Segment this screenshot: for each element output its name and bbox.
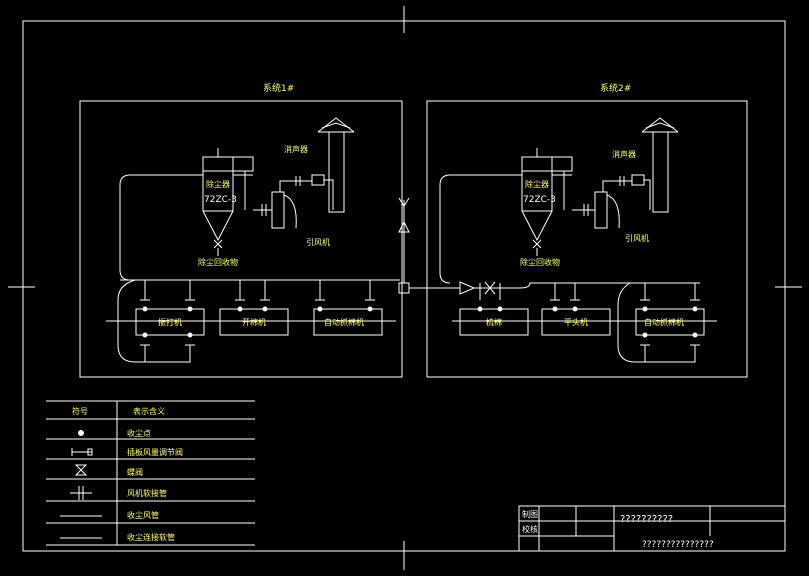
left-machine-1-label: 振打机 — [158, 317, 182, 327]
flexible-joint-icon — [70, 486, 92, 500]
right-machine-2-label: 平头机 — [564, 317, 588, 327]
title-block-drawn-label: 制图 — [522, 509, 538, 519]
title-block-checked-label: 校核 — [522, 524, 538, 534]
right-collector-icon — [521, 148, 573, 256]
left-fan-label: 引风机 — [306, 237, 330, 247]
legend-text: 符号 表示含义 收尘点 插板风量调节阀 蝶阀 风机软接管 收尘风管 收尘连接软管 — [72, 406, 183, 542]
left-machine-3-box — [313, 308, 383, 336]
left-machine-3-label: 自动抓棉机 — [324, 317, 364, 327]
damper-valve-icon — [71, 448, 93, 456]
left-system-frame — [79, 100, 403, 378]
legend-row-3-text: 蝶阀 — [127, 467, 143, 477]
legend-row-4-text: 风机软接管 — [127, 488, 167, 498]
right-system-labels: 系统2# 除尘器 72ZC-3 消声器 引风机 除尘回收物 梳棉 平头机 自动抓… — [486, 82, 684, 327]
left-machine-2-box — [219, 308, 289, 336]
title-block-drawing-title: ?????????? — [620, 514, 673, 525]
left-collector-model: 72ZC-3 — [204, 195, 237, 205]
right-chimney-icon — [641, 117, 679, 213]
left-fan-icon — [271, 191, 297, 229]
title-block — [518, 505, 786, 552]
left-system-labels: 系统1# 除尘器 72ZC-3 消声器 引风机 除尘回收物 振打机 开棉机 自动… — [158, 82, 364, 327]
right-machine-3-box — [635, 308, 705, 336]
right-machine-3-label: 自动抓棉机 — [644, 317, 684, 327]
cross-connection — [398, 197, 476, 295]
left-collector-icon — [202, 148, 254, 256]
left-system — [79, 100, 403, 378]
right-main-duct — [474, 282, 700, 289]
right-system-title: 系统2# — [600, 82, 631, 94]
left-system-title: 系统1# — [263, 82, 294, 94]
legend-table — [46, 400, 255, 546]
legend-row-6-text: 收尘连接软管 — [127, 532, 175, 542]
left-collector-label: 除尘器 — [206, 179, 230, 189]
legend-header-meaning: 表示含义 — [133, 406, 165, 416]
butterfly-valve-icon — [74, 464, 88, 476]
right-machine-1-label: 梳棉 — [486, 317, 502, 327]
title-block-text: 制图 校核 ?????????? ??????????????? — [522, 509, 714, 550]
right-system — [426, 100, 748, 378]
right-fan-icon — [594, 191, 620, 229]
right-muffler-icon — [631, 174, 645, 186]
left-muffler-icon — [311, 174, 325, 186]
legend-row-5-text: 收尘风管 — [127, 510, 159, 520]
right-collector-model: 72ZC-3 — [523, 195, 556, 205]
title-block-project-name: ??????????????? — [642, 540, 714, 550]
legend-row-1-text: 收尘点 — [127, 428, 151, 438]
right-fan-label: 引风机 — [625, 233, 649, 243]
sheet-frame — [8, 6, 802, 570]
left-recovery-label: 除尘回收物 — [198, 257, 238, 267]
right-machine-1-box — [459, 308, 529, 336]
left-machine-1-box — [135, 308, 205, 336]
legend-row-2-text: 插板风量调节阀 — [127, 447, 183, 457]
left-machine-2-label: 开棉机 — [242, 317, 266, 327]
right-system-frame — [426, 100, 748, 378]
right-collector-label: 除尘器 — [525, 179, 549, 189]
left-muffler-label: 消声器 — [284, 144, 308, 154]
right-muffler-label: 消声器 — [612, 149, 636, 159]
left-chimney-icon — [317, 117, 355, 213]
right-recovery-label: 除尘回收物 — [520, 257, 560, 267]
dust-point-icon — [78, 430, 84, 436]
legend-header-symbol: 符号 — [72, 406, 88, 416]
